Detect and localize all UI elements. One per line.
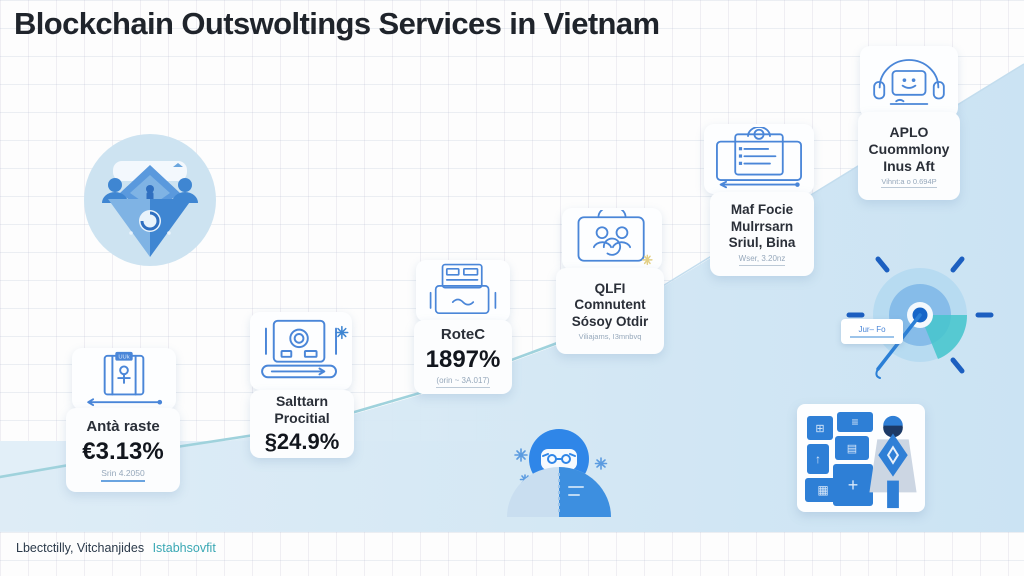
app-tile: ≡ bbox=[837, 412, 873, 432]
app-tile: ↑ bbox=[807, 444, 829, 474]
footer-link[interactable]: Istabhsovfit bbox=[152, 541, 216, 555]
apps-grid-card: ⊞ ≡ ↑ ▤ ▦ + bbox=[797, 404, 925, 512]
card-title: Salttarn Procitial bbox=[274, 392, 330, 426]
stat-note: Wser, 3.20nz bbox=[738, 254, 786, 266]
stat-value: §24.9% bbox=[264, 429, 340, 455]
laptop-camera-icon bbox=[250, 312, 352, 390]
app-tile: ▤ bbox=[835, 436, 869, 460]
stat-note: Srin 4.2050 bbox=[101, 468, 145, 483]
headset-support-icon bbox=[860, 46, 958, 118]
ninja-avatar-icon bbox=[507, 429, 611, 517]
stat-card-salitarn: Salttarn Procitial §24.9% bbox=[250, 390, 354, 458]
card-title: Antà raste bbox=[86, 417, 160, 435]
footer-credit: Lbectctilly, Vitchanjides bbox=[16, 541, 145, 555]
printer-icon bbox=[416, 260, 510, 322]
book-reader-icon: UUk bbox=[72, 348, 176, 410]
card-title: Maf Focie Mulrrsarn Sriul, Bina bbox=[728, 202, 796, 251]
monitor-team-icon bbox=[562, 208, 662, 270]
card-title: QLFI Comnutent Sósoy Otdir bbox=[571, 280, 649, 329]
gauge-tag-text: Jur– Fo bbox=[858, 324, 886, 334]
stat-card-ante: Antà raste €3.13% Srin 4.2050 bbox=[66, 408, 180, 492]
footer-credit-bar: Lbectctilly, Vitchanjides Istabhsovfit bbox=[16, 541, 216, 555]
stat-card-aplo: APLO Cuommlony Inus Aft Vihnt:a o 0.694P bbox=[858, 112, 960, 200]
team-globe-icon bbox=[84, 134, 216, 266]
target-gauge-icon bbox=[846, 256, 994, 379]
app-tile: ⊞ bbox=[807, 416, 833, 440]
stat-note: (orin ~ 3A.017) bbox=[436, 376, 490, 389]
stat-value: €3.13% bbox=[82, 437, 164, 465]
stat-value: 1897% bbox=[425, 346, 501, 374]
stat-card-rotec: RoteC 1897% (orin ~ 3A.017) bbox=[414, 320, 512, 394]
area-fill bbox=[0, 64, 1024, 532]
page-title: Blockchain Outswoltings Services in Viet… bbox=[14, 6, 660, 41]
stat-note: Vihnt:a o 0.694P bbox=[881, 177, 937, 189]
stat-note: Viliajams, I3mnbvq bbox=[578, 332, 642, 342]
card-title: RoteC bbox=[440, 325, 486, 343]
app-tile: + bbox=[833, 464, 873, 506]
svg-text:UUk: UUk bbox=[118, 355, 129, 361]
stat-card-maf: Maf Focie Mulrrsarn Sriul, Bina Wser, 3.… bbox=[710, 192, 814, 276]
card-title: APLO Cuommlony Inus Aft bbox=[868, 123, 950, 174]
hero-person-icon bbox=[869, 415, 917, 509]
clipboard-list-icon bbox=[704, 124, 814, 194]
stat-card-qlfi: QLFI Comnutent Sósoy Otdir Viliajams, I3… bbox=[556, 268, 664, 354]
gauge-tag-label: Jur– Fo bbox=[841, 319, 903, 344]
